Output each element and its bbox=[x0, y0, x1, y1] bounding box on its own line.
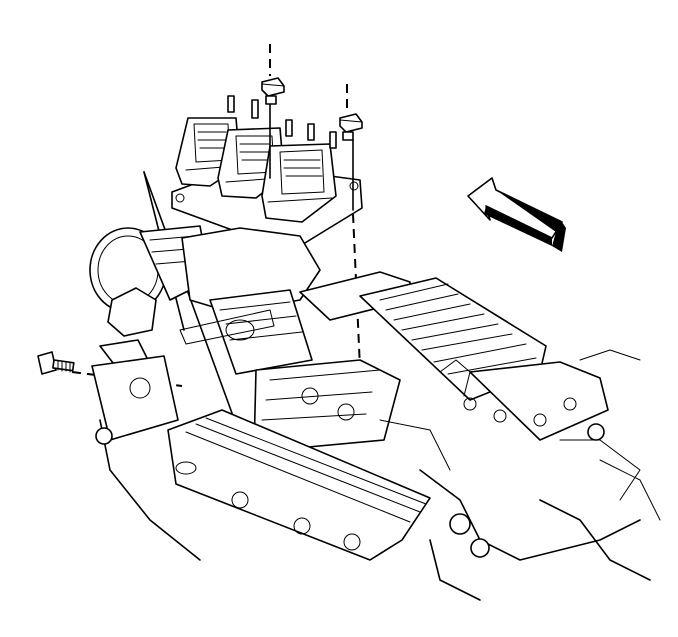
coil-mounting-nut bbox=[261, 77, 285, 105]
coil-terminals bbox=[227, 95, 337, 179]
front-valve-cover bbox=[167, 409, 431, 561]
direction-arrow bbox=[467, 177, 566, 252]
coil-mounting-bolt bbox=[37, 351, 75, 375]
engine-block bbox=[95, 359, 661, 601]
fuel-rail bbox=[91, 309, 275, 441]
coil-mounting-nut bbox=[339, 113, 363, 141]
valve-cover bbox=[359, 277, 641, 441]
